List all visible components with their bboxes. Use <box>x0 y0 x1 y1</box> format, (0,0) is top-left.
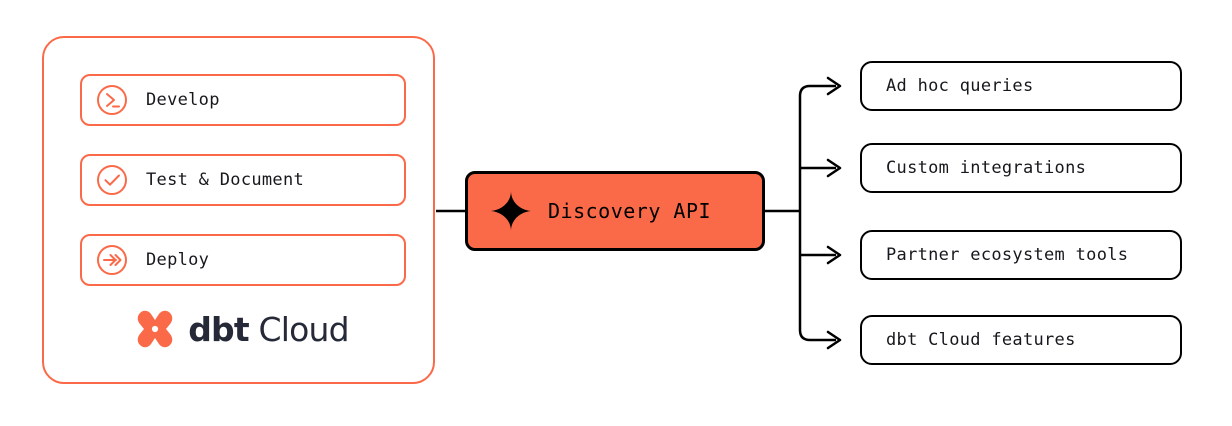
stage-item-develop[interactable]: Develop <box>80 74 406 126</box>
output-box-dbt-cloud-features[interactable]: dbt Cloud features <box>860 315 1182 365</box>
wire-branch-1 <box>798 84 836 211</box>
stage-label: Test & Document <box>146 170 305 190</box>
arrowhead-4 <box>826 330 842 350</box>
discovery-api-label: Discovery API <box>548 199 712 223</box>
arrowhead-1 <box>826 76 842 96</box>
check-circle-icon <box>97 165 127 195</box>
output-label: Custom integrations <box>886 158 1087 178</box>
stage-label: Deploy <box>146 250 210 270</box>
arrowhead-2 <box>826 158 842 178</box>
logo-light-text: Cloud <box>258 309 350 349</box>
arrowhead-3 <box>826 245 842 265</box>
dbt-cloud-logo: dbt Cloud <box>44 306 437 352</box>
stage-label: Develop <box>146 90 220 110</box>
dbt-x-mark-icon <box>137 310 173 348</box>
output-label: dbt Cloud features <box>886 330 1076 350</box>
stage-item-deploy[interactable]: Deploy <box>80 234 406 286</box>
output-label: Ad hoc queries <box>886 76 1034 96</box>
logo-bold-text: dbt <box>188 309 249 349</box>
dbt-cloud-wordmark: dbt Cloud <box>188 313 349 346</box>
output-box-partner-ecosystem-tools[interactable]: Partner ecosystem tools <box>860 230 1182 280</box>
output-label: Partner ecosystem tools <box>886 245 1129 265</box>
sparkle-icon <box>491 191 531 231</box>
terminal-prompt-icon <box>97 85 127 115</box>
output-box-custom-integrations[interactable]: Custom integrations <box>860 143 1182 193</box>
output-box-ad-hoc-queries[interactable]: Ad hoc queries <box>860 61 1182 111</box>
double-chevron-arrow-icon <box>97 245 127 275</box>
wire-branch-4 <box>798 211 836 342</box>
dbt-cloud-panel: Develop Test & Document Deploy dbt <box>42 36 435 384</box>
stage-item-test-document[interactable]: Test & Document <box>80 154 406 206</box>
discovery-api-node[interactable]: Discovery API <box>465 171 765 251</box>
